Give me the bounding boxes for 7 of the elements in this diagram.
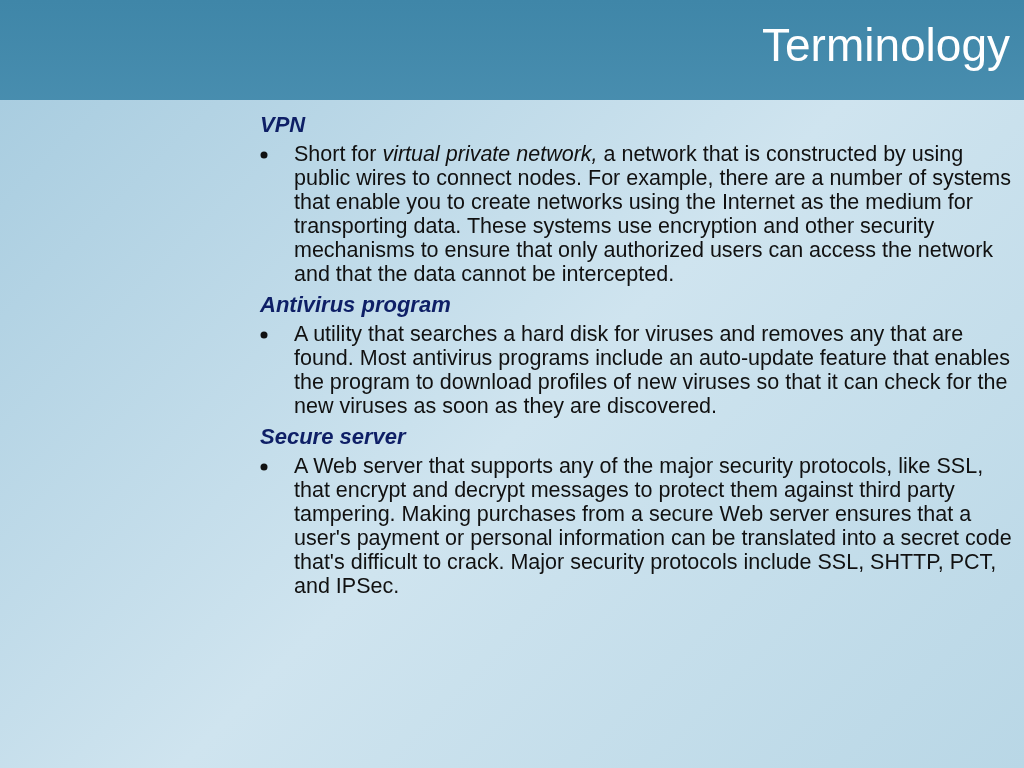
definition-text: Short for virtual private network, a network that is constructed by using public wires to connect nodes. For example, there are a number of systems that enable you to create networks using the Internet as the medium for transporting data. These systems use encryption and other security mechanisms to ensure that only authorized users can access the network and that the data cannot be intercepted. bbox=[294, 142, 1012, 286]
definition-text: A utility that searches a hard disk for viruses and removes any that are found. Most antivirus programs include an auto-update feature that enables the program to download profiles of new viruses so that it can check for the new viruses as soon as they are discovered. bbox=[294, 322, 1011, 418]
slide-title: Terminology bbox=[762, 18, 1010, 72]
term-heading: Antivirus program bbox=[260, 292, 452, 318]
definition-text: A Web server that supports any of the major security protocols, like SSL, that encrypt and decrypt messages to protect them against third party tampering. Making purchases from a secure Web server ensures that a user's payment or personal information can be translated into a secret code that's difficult to crack. Major security protocols include SSL, SHTTP, PCT, and IPSec. bbox=[294, 454, 1013, 598]
term-heading: Secure server bbox=[260, 424, 408, 450]
term-heading: VPN bbox=[260, 112, 307, 138]
